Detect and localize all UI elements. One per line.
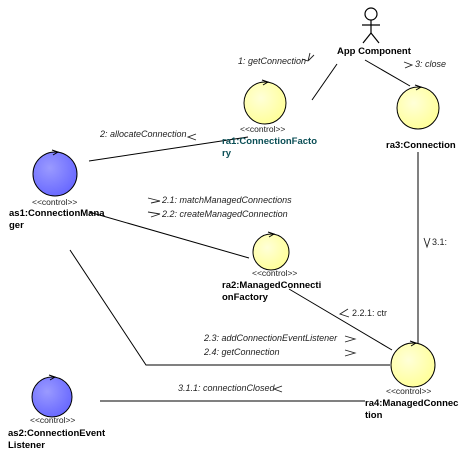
as1-name-line1: as1:ConnectionMana: [9, 208, 105, 219]
ra3-name: ra3:Connection: [386, 140, 456, 151]
ra1-name-line2: ry: [222, 148, 231, 159]
message-2: 2: allocateConnection: [100, 129, 187, 139]
ra4-name-line1: ra4:ManagedConnec: [365, 398, 459, 409]
link-as1-ra1: [88, 136, 249, 162]
arrow-m2: [186, 133, 197, 141]
link-ra2-ra4: [288, 288, 393, 351]
message-2-2: 2.2: createManagedConnection: [162, 209, 288, 219]
as1-name-line2: ger: [9, 220, 24, 231]
link-app-ra3: [364, 59, 411, 87]
arrow-m23: [344, 335, 357, 343]
ra4-stereotype: <<control>>: [386, 386, 432, 396]
link-app-ra1: [311, 63, 338, 101]
arrow-m21: [147, 197, 161, 204]
message-3: 3: close: [415, 59, 447, 69]
link-as1-ra4: [69, 249, 390, 366]
message-2-3: 2.3: addConnectionEventListener: [204, 333, 338, 343]
as2-name-line2: Listener: [8, 440, 45, 451]
ra1-name-line1: ra1:ConnectionFacto: [222, 136, 318, 147]
link-as1-ra2: [88, 211, 250, 259]
as1-stereotype: <<control>>: [32, 197, 78, 207]
message-2-1: 2.1: matchManagedConnections: [162, 195, 292, 205]
arrow-m31: [423, 237, 431, 249]
ra2-stereotype: <<control>>: [252, 268, 298, 278]
as1-control-icon: [32, 149, 78, 197]
actor-label: App Component: [337, 46, 411, 57]
ra1-stereotype: <<control>>: [240, 124, 286, 134]
message-arrows: [147, 52, 431, 393]
message-3-1: 3.1:: [432, 237, 448, 247]
ra4-name-line2: tion: [365, 410, 383, 421]
arrow-m24: [344, 349, 357, 357]
arrow-m221: [338, 308, 350, 318]
actor-icon: [362, 7, 380, 44]
message-3-1-1: 3.1.1: connectionClosed: [178, 383, 275, 393]
ra2-name-line1: ra2:ManagedConnecti: [222, 280, 322, 291]
as2-stereotype: <<control>>: [30, 415, 76, 425]
arrow-m3: [403, 61, 414, 69]
message-2-2-1: 2.2.1: ctr: [352, 308, 388, 318]
arrow-m311: [272, 385, 283, 393]
ra4-control-icon: [390, 340, 436, 388]
arrow-m1: [301, 52, 315, 62]
as2-name-line1: as2:ConnectionEvent: [8, 428, 106, 439]
ra2-control-icon: [252, 231, 290, 271]
as2-control-icon: [31, 374, 73, 418]
arrow-m22: [147, 211, 161, 218]
ra3-control-icon: [396, 84, 440, 130]
ra1-control-icon: [243, 79, 287, 125]
ra2-name-line2: onFactory: [222, 292, 268, 303]
links: [69, 59, 419, 402]
message-2-4: 2.4: getConnection: [204, 347, 280, 357]
message-1: 1: getConnection: [238, 56, 307, 66]
